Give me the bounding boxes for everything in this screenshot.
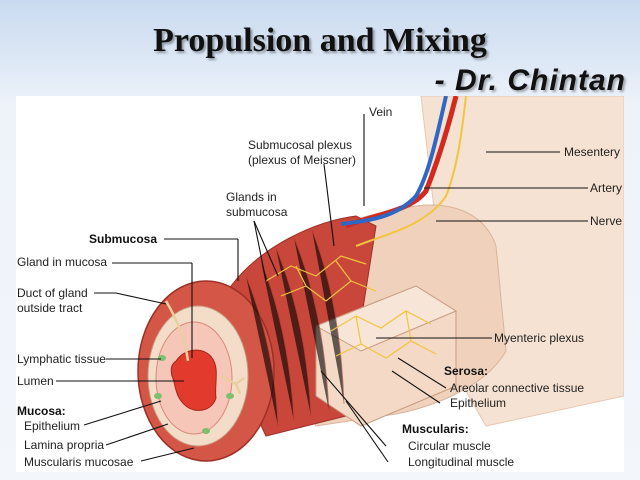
myenteric-plexus-network: [330, 310, 437, 359]
gland-duct: [164, 300, 190, 362]
label-submucosal-plexus: Submucosal plexus: [248, 138, 352, 152]
label-muscularis: Muscularis:: [402, 422, 469, 436]
label-lamina-propria: Lamina propria: [24, 438, 104, 452]
slide-title: Propulsion and Mixing: [153, 22, 487, 59]
lymph-nodule: [158, 355, 166, 361]
label-nerve: Nerve: [590, 214, 622, 228]
label-vein: Vein: [369, 105, 392, 119]
lymph-nodule: [154, 393, 162, 399]
diagram-panel: Vein Submucosal plexus (plexus of Meissn…: [16, 96, 624, 472]
gland-mucosa-branch: [220, 374, 245, 395]
label-areolar: Areolar connective tissue: [450, 381, 584, 395]
label-lymphatic-tissue: Lymphatic tissue: [17, 352, 106, 366]
label-duct-gland-sub: outside tract: [17, 301, 83, 315]
label-longitudinal-muscle: Longitudinal muscle: [408, 455, 514, 469]
lumen: [170, 349, 217, 411]
nerve-fiber: [355, 96, 467, 247]
label-serosa-epithelium: Epithelium: [450, 396, 506, 410]
label-duct-gland: Duct of gland: [17, 286, 88, 300]
label-circular-muscle: Circular muscle: [408, 439, 491, 453]
author-credit: - Dr. Chintan: [434, 64, 626, 97]
label-serosa: Serosa:: [444, 364, 488, 378]
submucosal-plexus-network: [265, 255, 377, 302]
label-artery: Artery: [590, 181, 622, 195]
lymph-nodule: [226, 393, 234, 399]
label-submucosal-plexus-sub: (plexus of Meissner): [248, 153, 356, 167]
mucosa-block-top: [314, 285, 458, 352]
label-epithelium: Epithelium: [24, 419, 80, 433]
label-submucosa: Submucosa: [89, 232, 157, 246]
digestive-tract-diagram: Vein Submucosal plexus (plexus of Meissn…: [17, 96, 624, 469]
label-gland-in-mucosa: Gland in mucosa: [17, 255, 107, 269]
label-mesentery: Mesentery: [564, 145, 620, 159]
label-muscularis-mucosae: Muscularis mucosae: [24, 455, 134, 469]
label-myenteric-plexus: Myenteric plexus: [494, 331, 584, 345]
label-glands-submucosa: Glands in: [226, 190, 277, 204]
vein-vessel: [340, 96, 448, 226]
label-mucosa: Mucosa:: [17, 404, 66, 418]
lymph-nodule: [202, 428, 210, 434]
label-glands-submucosa-sub: submucosa: [226, 205, 288, 219]
label-lumen: Lumen: [17, 374, 54, 388]
leader-lines: [56, 114, 588, 463]
